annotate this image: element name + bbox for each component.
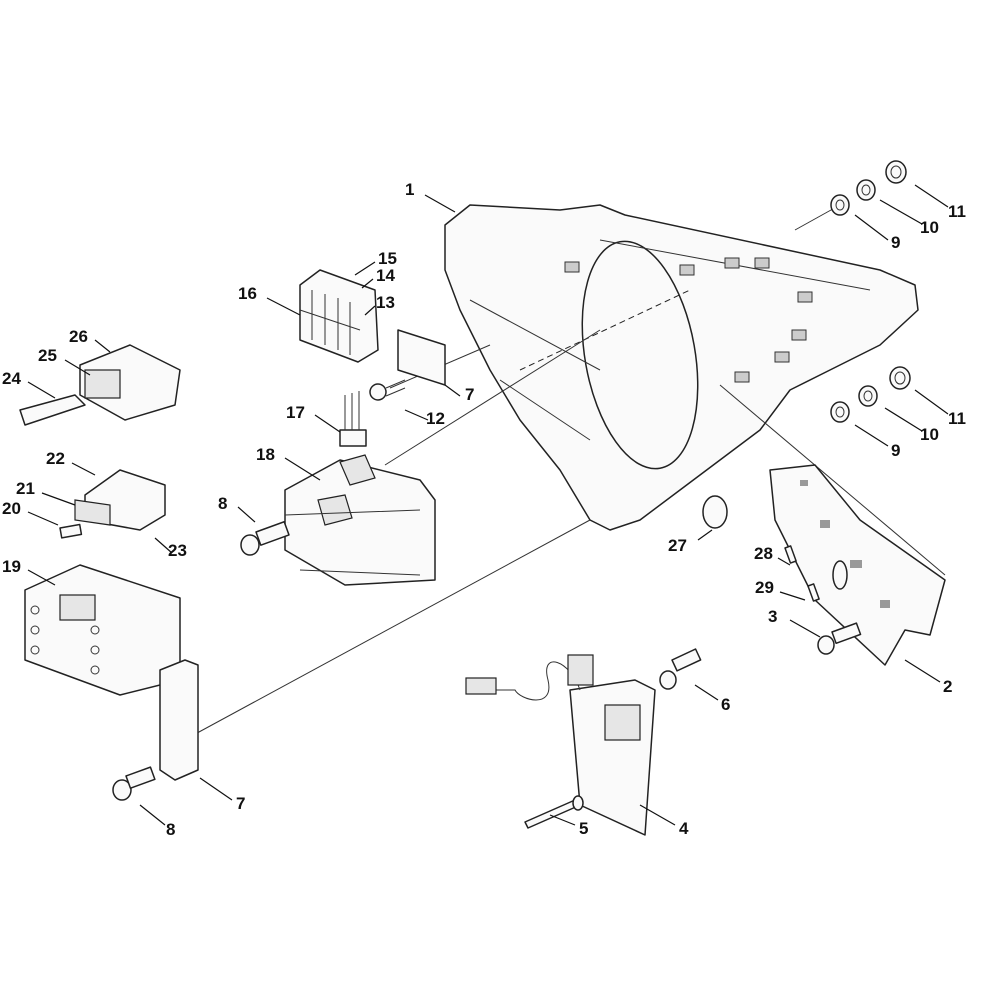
callout-21: 21 <box>16 479 35 498</box>
screw-8-upper <box>240 520 290 556</box>
callout-16: 16 <box>238 284 257 303</box>
callout-labels: 1 2 3 4 5 6 7 7 8 8 9 9 10 10 11 11 12 1… <box>2 180 966 839</box>
callout-24: 24 <box>2 369 21 388</box>
callout-25: 25 <box>38 346 57 365</box>
screw-8-lower <box>112 766 156 801</box>
callout-19: 19 <box>2 557 21 576</box>
callout-10-upper: 10 <box>920 218 939 237</box>
housing-part-1 <box>444 204 919 531</box>
transformer-18 <box>284 454 436 586</box>
callout-20: 20 <box>2 499 21 518</box>
screw-12 <box>369 379 406 401</box>
pin-5 <box>524 795 584 829</box>
contactor-19 <box>24 564 181 696</box>
auxiliary-module <box>59 469 166 539</box>
fuse-28 <box>784 545 797 564</box>
leader-lines <box>27 184 949 826</box>
cable-clip-27 <box>702 495 728 529</box>
callout-11-upper: 11 <box>948 202 966 221</box>
callout-22: 22 <box>46 449 65 468</box>
callout-3: 3 <box>768 607 777 626</box>
callout-11-lower: 11 <box>948 409 966 428</box>
connector-17 <box>339 391 367 447</box>
callout-4: 4 <box>679 819 689 838</box>
washers-and-nuts <box>830 160 911 423</box>
callout-12: 12 <box>426 409 445 428</box>
callout-9-lower: 9 <box>891 441 900 460</box>
din-rail-lower <box>159 659 199 781</box>
callout-8-upper: 8 <box>218 494 227 513</box>
din-rail-upper <box>397 329 446 386</box>
screw-3 <box>817 622 862 655</box>
callout-15: 15 <box>378 249 397 268</box>
callout-7-lower: 7 <box>236 794 245 813</box>
callout-5: 5 <box>579 819 588 838</box>
callout-27: 27 <box>668 536 687 555</box>
callout-26: 26 <box>69 327 88 346</box>
terminal-block <box>299 269 379 363</box>
callout-6: 6 <box>721 695 730 714</box>
callout-7-upper: 7 <box>465 385 474 404</box>
callout-28: 28 <box>754 544 773 563</box>
relay-socket <box>19 344 181 426</box>
callout-13: 13 <box>376 293 395 312</box>
callout-23: 23 <box>168 541 187 560</box>
callout-14: 14 <box>376 266 395 285</box>
screw-6 <box>659 648 702 690</box>
callout-1: 1 <box>405 180 414 199</box>
callout-10-lower: 10 <box>920 425 939 444</box>
callout-29: 29 <box>755 578 774 597</box>
callout-8-lower: 8 <box>166 820 175 839</box>
callout-2: 2 <box>943 677 952 696</box>
fuse-29 <box>807 583 820 602</box>
callout-18: 18 <box>256 445 275 464</box>
callout-9-upper: 9 <box>891 233 900 252</box>
callout-17: 17 <box>286 403 305 422</box>
display-pcb-4 <box>465 654 656 836</box>
